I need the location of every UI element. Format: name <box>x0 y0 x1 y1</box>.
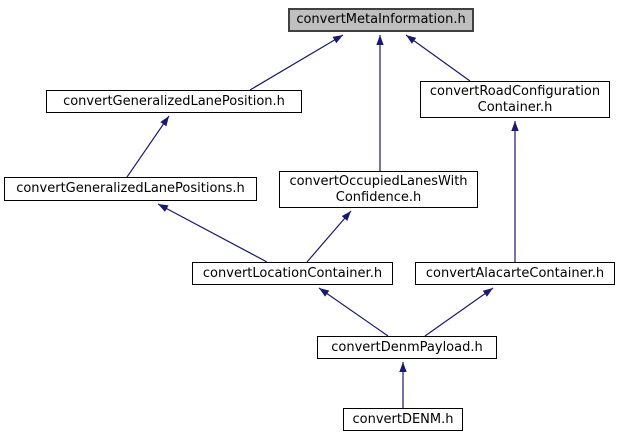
node-convertlocationcontainer-h[interactable]: convertLocationContainer.h <box>192 262 393 285</box>
node-convertalacartecontainer-h[interactable]: convertAlacarteContainer.h <box>415 262 615 285</box>
node-convertroadconfigurationcontainer-h[interactable]: convertRoadConfiguration Container.h <box>420 81 610 118</box>
node-label: convertMetaInformation.h <box>296 12 466 27</box>
node-label: convertDENM.h <box>352 411 454 427</box>
node-label: convertOccupiedLanesWith Confidence.h <box>289 173 468 205</box>
node-label: convertRoadConfiguration Container.h <box>429 83 601 115</box>
edge-dp-to-ala <box>424 287 494 337</box>
node-convertoccupiedlaneswithconfidence-h[interactable]: convertOccupiedLanesWith Confidence.h <box>279 171 478 208</box>
edge-loc-to-occ <box>306 210 352 263</box>
node-label: convertDenmPayload.h <box>331 339 483 355</box>
node-convertdenmpayload-h[interactable]: convertDenmPayload.h <box>317 336 497 359</box>
edge-glps-to-glp <box>126 115 170 178</box>
edge-dp-to-loc <box>318 287 389 337</box>
node-convertmetainformation-h[interactable]: convertMetaInformation.h <box>288 8 474 32</box>
node-convertgeneralizedlaneposition-h[interactable]: convertGeneralizedLanePosition.h <box>46 90 302 113</box>
edge-loc-to-glps <box>157 203 268 263</box>
node-convertdenm-h[interactable]: convertDENM.h <box>343 408 463 431</box>
node-label: convertGeneralizedLanePosition.h <box>63 93 285 109</box>
node-label: convertGeneralizedLanePositions.h <box>16 181 245 196</box>
edge-roadconf-to-meta <box>405 34 471 82</box>
node-label: convertLocationContainer.h <box>202 265 383 281</box>
edge-glp-to-meta <box>249 34 344 91</box>
node-convertgeneralizedlanepositions-h[interactable]: convertGeneralizedLanePositions.h <box>4 177 257 201</box>
node-label: convertAlacarteContainer.h <box>425 265 605 281</box>
